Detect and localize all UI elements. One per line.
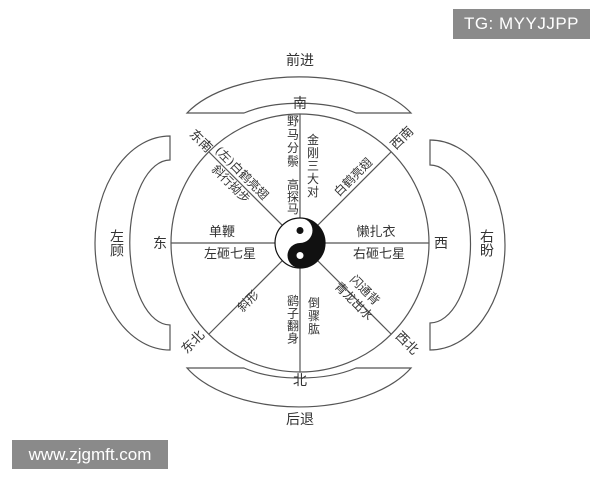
watermark-top: TG: MYYJJPP [453,9,590,39]
move-bottom-right-col: 倒骤肱 [308,296,320,336]
band-label-forward: 前进 [286,52,314,69]
dir-northeast: 东北 [179,328,208,357]
move-top-right-col: 金刚三大对 [307,132,319,199]
dir-south: 南 [293,96,307,112]
move-bottom-left-col: 鹞子翻身 [287,293,299,346]
dir-northwest: 西北 [392,329,421,358]
band-label-right-look: 右盼 [478,229,494,257]
move-sw-diag: 斜形 [235,288,262,315]
move-top-mid-col: 高探马 [287,177,299,216]
dir-southeast: 东南 [186,126,216,156]
dir-east: 东 [153,236,167,252]
band-left [94,135,171,351]
band-top [185,76,413,114]
move-top-left-col: 野马分鬃 [287,114,299,169]
move-nw-diag: 白鹤亮翅 [331,155,376,200]
dir-north: 北 [293,373,307,389]
dir-southwest: 西南 [387,123,417,153]
band-bottom [185,367,413,408]
move-left-lower: 左砸七星 [204,247,256,262]
yin-yang-icon [274,217,326,269]
move-right-lower: 右砸七星 [353,247,405,262]
dir-west: 西 [434,236,448,252]
move-left-upper: 单鞭 [209,225,235,240]
band-right [429,139,506,351]
move-right-upper: 懒扎衣 [356,224,395,240]
band-label-left-look: 左顾 [108,229,124,257]
band-label-backward: 后退 [286,412,314,428]
watermark-bottom: www.zjgmft.com [12,440,168,469]
